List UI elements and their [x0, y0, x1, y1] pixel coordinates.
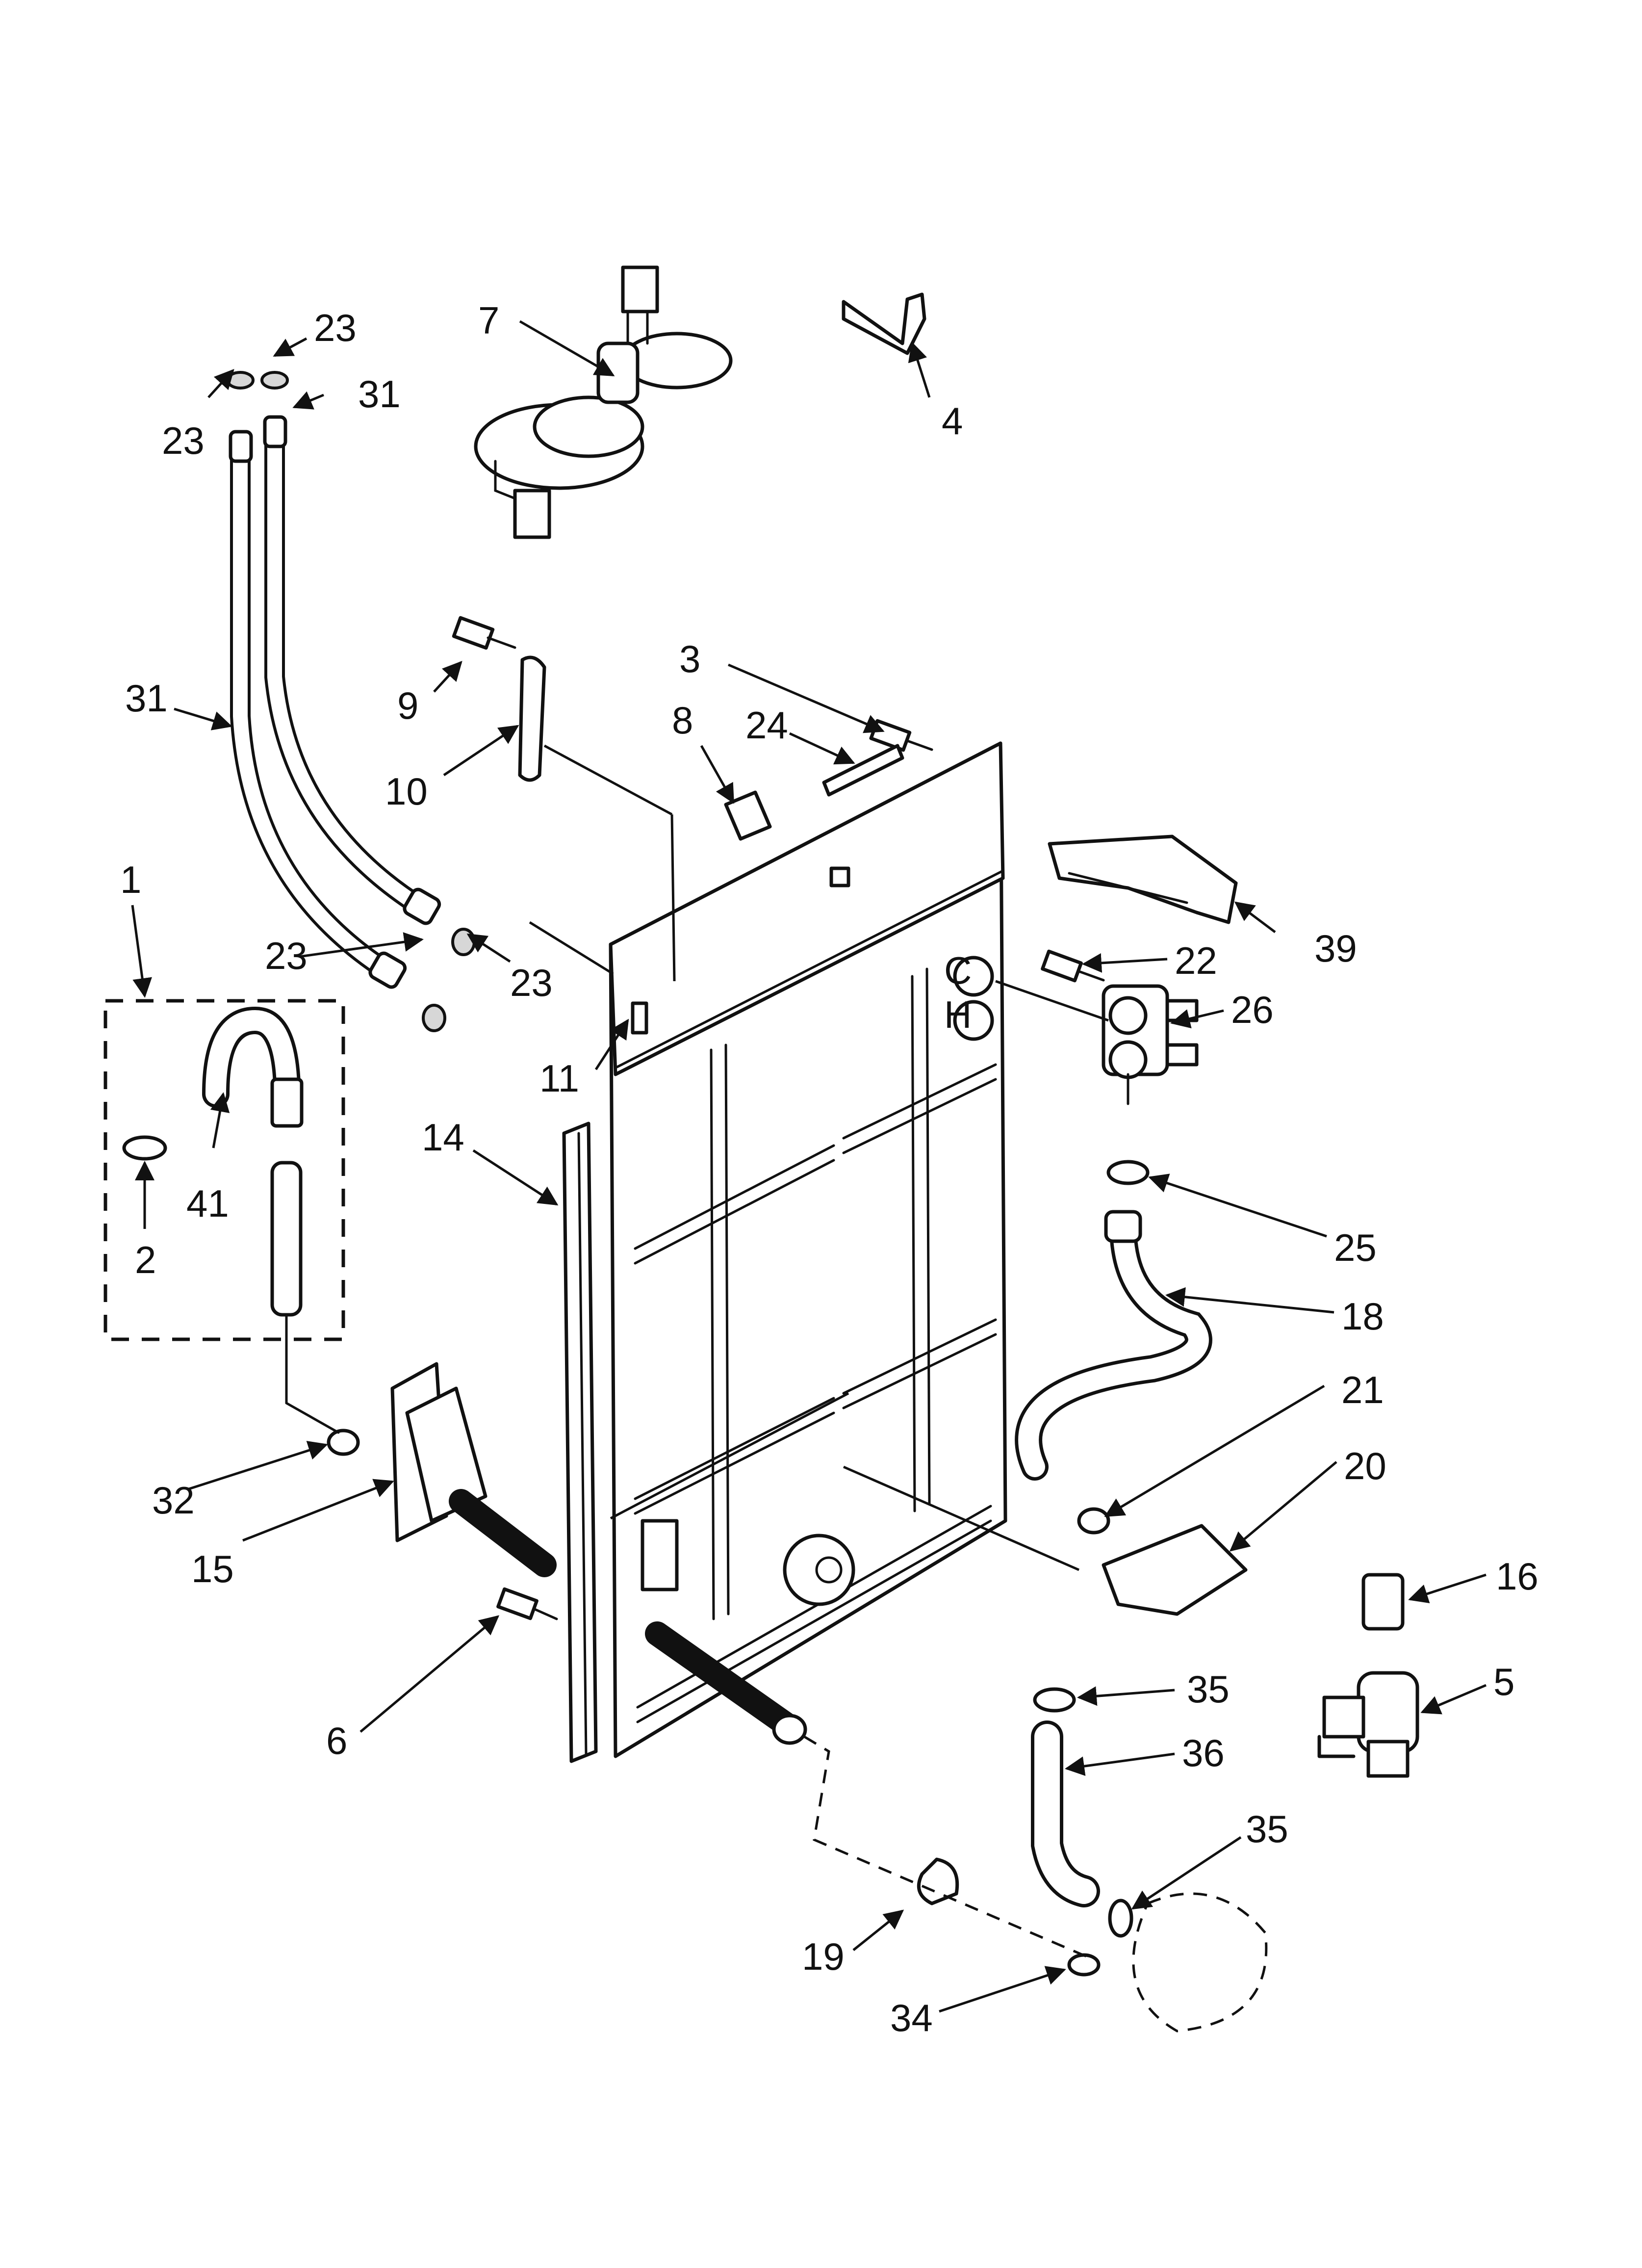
callout-16: 16 [1496, 1555, 1539, 1598]
strap [518, 655, 546, 782]
corrugated-hose [270, 1161, 303, 1317]
screw [1041, 949, 1105, 983]
callout-14: 14 [422, 1116, 464, 1159]
callout-35-bottom: 35 [1246, 1807, 1288, 1851]
callout-1: 1 [120, 858, 141, 901]
callout-19: 19 [802, 1935, 845, 1978]
clamp [1077, 1507, 1110, 1535]
callout-4: 4 [942, 399, 963, 443]
callout-23-top: 23 [314, 306, 357, 349]
callout-21: 21 [1341, 1368, 1384, 1411]
hot-inlet-mark: H [944, 993, 972, 1036]
pump-motor [1317, 1671, 1419, 1778]
callout-24: 24 [745, 704, 788, 747]
callout-32: 32 [152, 1479, 195, 1522]
callout-2: 2 [135, 1238, 156, 1281]
kit-box [103, 999, 345, 1341]
callout-11: 11 [539, 1057, 579, 1100]
clip [822, 744, 904, 797]
capacitor [1361, 1573, 1405, 1631]
screw [496, 1587, 558, 1620]
bracket [842, 292, 926, 355]
callout-23-right: 23 [510, 961, 553, 1004]
callout-3: 3 [679, 637, 700, 680]
callout-5: 5 [1493, 1660, 1514, 1703]
callout-18: 18 [1341, 1295, 1384, 1338]
callout-10: 10 [385, 770, 428, 813]
washer [422, 1004, 446, 1032]
support-channel [562, 1121, 598, 1763]
callout-22: 22 [1175, 939, 1217, 982]
callout-15: 15 [191, 1547, 234, 1590]
callout-6: 6 [326, 1719, 347, 1762]
callouts: 1 2 3 4 5 6 7 8 9 10 11 14 15 16 18 19 2… [120, 299, 1539, 2039]
callout-35-top: 35 [1187, 1668, 1230, 1711]
callout-23-left: 23 [162, 419, 205, 462]
clamp [1033, 1687, 1076, 1713]
clamp [1106, 1160, 1150, 1185]
callout-20: 20 [1344, 1444, 1386, 1487]
screw [452, 616, 516, 650]
washer [260, 371, 289, 390]
rear-panel: C H [609, 741, 1007, 1758]
clamp [327, 1429, 360, 1456]
clamp [1108, 1899, 1133, 1938]
callout-31-top: 31 [358, 372, 401, 416]
clip [724, 790, 772, 841]
hose [1015, 1213, 1212, 1481]
callout-23-lower: 23 [265, 934, 308, 977]
callout-39: 39 [1314, 927, 1357, 970]
callout-41: 41 [186, 1182, 229, 1225]
screw [869, 719, 933, 752]
callout-36: 36 [1182, 1731, 1225, 1774]
clamp [122, 1135, 167, 1161]
callout-31-left: 31 [125, 677, 168, 720]
callout-7: 7 [478, 299, 499, 342]
callout-25: 25 [1334, 1226, 1377, 1269]
washer [226, 371, 255, 390]
water-valve [1102, 984, 1199, 1105]
cold-inlet-mark: C [944, 949, 972, 992]
cover [1048, 834, 1238, 924]
callout-26: 26 [1231, 988, 1274, 1031]
callout-9: 9 [397, 684, 418, 727]
callout-8: 8 [672, 699, 693, 742]
leader-lines [131, 320, 1487, 2013]
callout-34: 34 [890, 1996, 933, 2039]
power-cord [474, 265, 733, 539]
washer [451, 928, 476, 956]
bracket [1102, 1524, 1248, 1616]
inlet-hoses [229, 415, 441, 989]
clamp [1067, 1953, 1101, 1977]
clip [917, 1857, 959, 1905]
hose-bracket [405, 1386, 487, 1523]
